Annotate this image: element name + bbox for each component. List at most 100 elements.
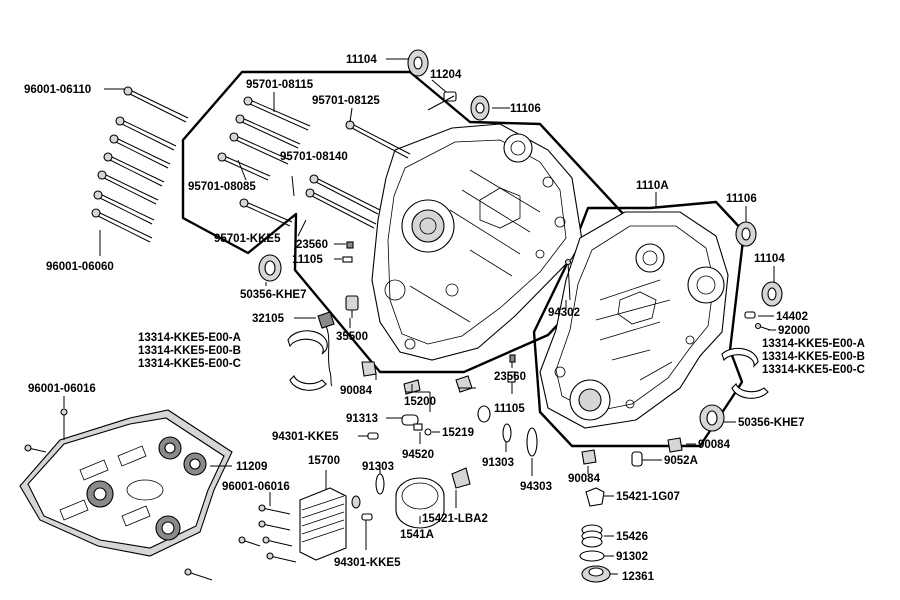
left-crankcase-boundary xyxy=(181,70,642,374)
bearing-11106-top xyxy=(470,95,490,121)
dowel-23560-upper xyxy=(346,241,354,249)
plug-12361 xyxy=(581,565,611,583)
skid-plate-11209 xyxy=(19,409,233,557)
label-13314-right-b: 13314-KKE5-E00-B xyxy=(762,351,865,363)
bolt-90084-b xyxy=(667,437,683,453)
label-94301-lower: 94301-KKE5 xyxy=(334,557,401,569)
label-1110A: 1110A xyxy=(636,180,669,192)
bolt-90084-a xyxy=(361,361,377,377)
label-96001-06060: 96001-06060 xyxy=(46,261,114,273)
label-11204: 11204 xyxy=(430,69,462,81)
dowel-11105-upper xyxy=(342,256,353,263)
label-91303-mid: 91303 xyxy=(482,457,514,469)
part-labels: 11104 11204 11106 96001-06110 95701-0811… xyxy=(24,54,865,583)
label-15421-1G07: 15421-1G07 xyxy=(616,491,680,503)
label-9052A: 9052A xyxy=(664,455,698,467)
oring-94303 xyxy=(526,427,538,457)
label-95701-08115: 95701-08115 xyxy=(246,79,314,91)
label-11209: 11209 xyxy=(236,461,267,473)
label-95701-08140: 95701-08140 xyxy=(280,151,348,163)
label-96001-06016-upper: 96001-06016 xyxy=(28,383,96,395)
label-94301-upper: 94301-KKE5 xyxy=(272,431,339,443)
bolts-96001-06016-upper xyxy=(24,408,68,453)
plug-9052A xyxy=(631,451,643,467)
label-91302: 91302 xyxy=(616,551,648,563)
label-12361: 12361 xyxy=(622,571,655,583)
label-11106-top: 11106 xyxy=(510,103,541,115)
left-crankcase-half xyxy=(371,123,583,361)
label-13314-right-a: 13314-KKE5-E00-A xyxy=(762,338,865,350)
label-32105: 32105 xyxy=(252,313,285,325)
label-94303: 94303 xyxy=(520,481,552,493)
label-13314-right-c: 13314-KKE5-E00-C xyxy=(762,364,865,376)
label-15219: 15219 xyxy=(442,427,474,439)
label-15700: 15700 xyxy=(308,455,340,467)
label-13314-left-b: 13314-KKE5-E00-B xyxy=(138,345,241,357)
pin-94301-lower xyxy=(361,513,373,521)
label-11106-right: 11106 xyxy=(726,193,757,205)
leader-lines xyxy=(63,58,776,575)
label-14402: 14402 xyxy=(776,311,808,323)
bearing-shells-left xyxy=(287,330,328,391)
label-91313: 91313 xyxy=(346,413,378,425)
pipe-91313 xyxy=(401,414,419,426)
label-11105-upper: 11105 xyxy=(292,254,323,266)
bolt-15421-1G07 xyxy=(585,487,605,507)
label-94302: 94302 xyxy=(548,307,580,319)
bolt-92000 xyxy=(754,322,771,331)
label-96001-06016-lower: 96001-06016 xyxy=(222,481,290,493)
label-90084-a: 90084 xyxy=(340,385,373,397)
label-50356-left: 50356-KHE7 xyxy=(240,289,306,301)
bearing-11106-right xyxy=(735,221,757,247)
pin-11204 xyxy=(443,91,457,102)
label-94520: 94520 xyxy=(402,449,434,461)
dowel-23560-lower xyxy=(509,354,516,363)
label-11105-lower: 11105 xyxy=(494,403,525,415)
label-95701-08125: 95701-08125 xyxy=(312,95,380,107)
label-95701-KKE5: 95701-KKE5 xyxy=(214,233,281,245)
oring-91303-left xyxy=(375,473,385,495)
bolt-column-96001 xyxy=(91,86,189,243)
bearing-11104-right xyxy=(761,281,783,307)
label-11104-top: 11104 xyxy=(346,54,377,66)
label-1541A: 1541A xyxy=(400,529,434,541)
label-15421-LBA2: 15421-LBA2 xyxy=(422,513,488,525)
label-90084-b: 90084 xyxy=(698,439,731,451)
bolt-90084-c xyxy=(581,449,597,465)
pin-94301-upper xyxy=(367,432,379,440)
label-11104-right: 11104 xyxy=(754,253,785,265)
label-50356-right: 50356-KHE7 xyxy=(738,417,804,429)
bearing-11104-top xyxy=(407,49,429,77)
right-crankcase-boundary xyxy=(532,200,746,448)
oring-15219 xyxy=(424,428,432,436)
switch-35500 xyxy=(345,295,359,318)
label-15426: 15426 xyxy=(616,531,648,543)
oil-cooler-15700 xyxy=(299,487,361,561)
label-13314-left-c: 13314-KKE5-E00-C xyxy=(138,358,241,370)
label-92000: 92000 xyxy=(778,325,810,337)
jet-14402 xyxy=(744,311,756,319)
bolt-94302 xyxy=(564,258,572,301)
spring-15426 xyxy=(581,524,603,548)
label-95701-08085: 95701-08085 xyxy=(188,181,256,193)
label-23560-upper: 23560 xyxy=(296,239,328,251)
label-23560-lower: 23560 xyxy=(494,371,526,383)
oil-filter-1541A xyxy=(395,477,445,529)
bolt-group-95701 xyxy=(217,96,411,229)
label-35500: 35500 xyxy=(336,331,368,343)
label-91303-left: 91303 xyxy=(362,461,394,473)
seal-50356-right xyxy=(699,404,725,432)
bolts-96001-06016-lower xyxy=(184,504,297,581)
pin-94520 xyxy=(413,423,423,431)
oring-91303-mid xyxy=(502,423,512,443)
label-96001-06110: 96001-06110 xyxy=(24,84,91,96)
sensor-32105 xyxy=(317,311,335,387)
label-90084-c: 90084 xyxy=(568,473,601,485)
seal-50356-left xyxy=(258,254,282,282)
bearing-shells-right xyxy=(721,347,769,399)
oring-91302 xyxy=(579,550,605,562)
spring-15421-LBA2 xyxy=(451,467,471,489)
right-crankcase-half xyxy=(539,211,729,429)
